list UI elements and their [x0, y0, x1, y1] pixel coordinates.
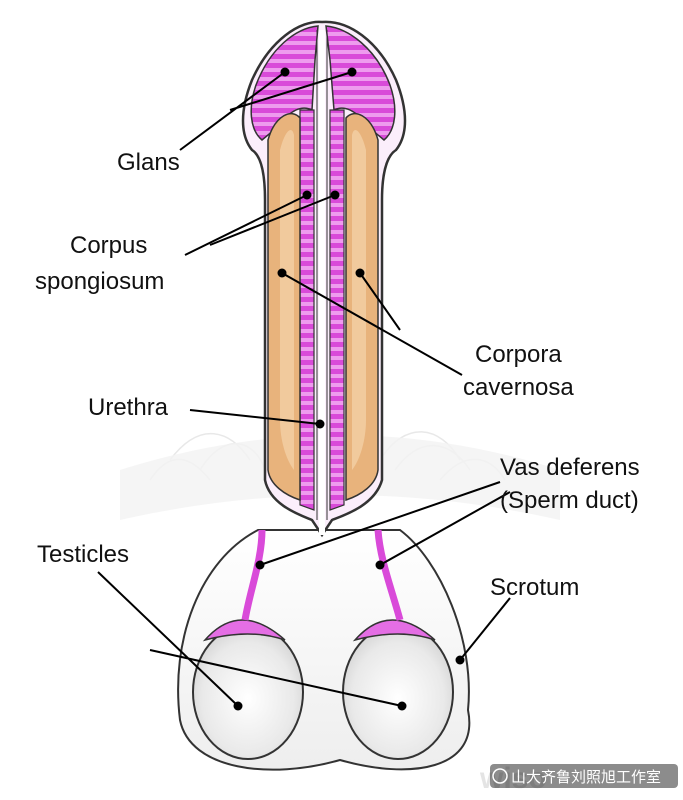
vas-deferens-leader — [259, 481, 511, 566]
label-dots — [233, 67, 465, 711]
right-testicle — [342, 624, 454, 760]
left-testicle — [192, 624, 304, 760]
label-glans: Glans — [117, 149, 180, 176]
left-vas-deferens — [241, 529, 266, 621]
scrotum-dot — [455, 655, 465, 665]
scrotum-leader — [459, 597, 511, 661]
right-vas-deferens — [374, 529, 404, 621]
spongiosum-dot-left — [302, 190, 312, 200]
corpus-spongiosum-right — [329, 109, 345, 511]
vas-dot-left — [255, 560, 265, 570]
glans-left — [250, 25, 319, 141]
label-corpus-spongiosum-line2: spongiosum — [35, 268, 164, 295]
label-vas-deferens-line1: Vas deferens — [500, 454, 640, 481]
corpus-spongiosum-left — [299, 109, 315, 511]
cavernosa-dot-right — [355, 268, 365, 278]
watermark-caption-bg — [490, 764, 678, 788]
glans-leader — [179, 71, 353, 151]
cavernosa-highlight-right — [352, 130, 366, 470]
cavernosa-leader — [281, 272, 463, 376]
spongiosum-leader — [184, 194, 336, 256]
testicles-leader — [97, 571, 403, 707]
watermark-caption: 山大齐鲁刘照旭工作室 — [511, 769, 661, 786]
wechat-icon — [492, 768, 508, 784]
glans-right — [325, 25, 396, 141]
testicle-dot-left — [233, 701, 243, 711]
right-epididymis — [352, 619, 436, 642]
urethra-leader — [189, 409, 321, 425]
leader-lines — [97, 71, 511, 707]
label-corpora-cavernosa-line1: Corpora — [475, 341, 562, 368]
watermark-logo: wiso — [479, 762, 547, 795]
label-corpus-spongiosum-line1: Corpus — [70, 232, 147, 259]
label-scrotum: Scrotum — [490, 574, 579, 601]
label-vas-deferens-line2: (Sperm duct) — [500, 487, 639, 514]
label-urethra: Urethra — [88, 394, 169, 421]
label-corpora-cavernosa-line2: cavernosa — [463, 374, 574, 401]
cavernosa-dot-left — [277, 268, 287, 278]
vas-dot-right — [375, 560, 385, 570]
urethra-line — [316, 30, 328, 520]
glans-dot-left — [280, 67, 290, 77]
spongiosum-dot-right — [330, 190, 340, 200]
glans-dot-right — [347, 67, 357, 77]
left-epididymis — [202, 619, 286, 642]
testicle-dot-right — [397, 701, 407, 711]
label-testicles: Testicles — [37, 541, 129, 568]
urethra-dot — [315, 419, 325, 429]
